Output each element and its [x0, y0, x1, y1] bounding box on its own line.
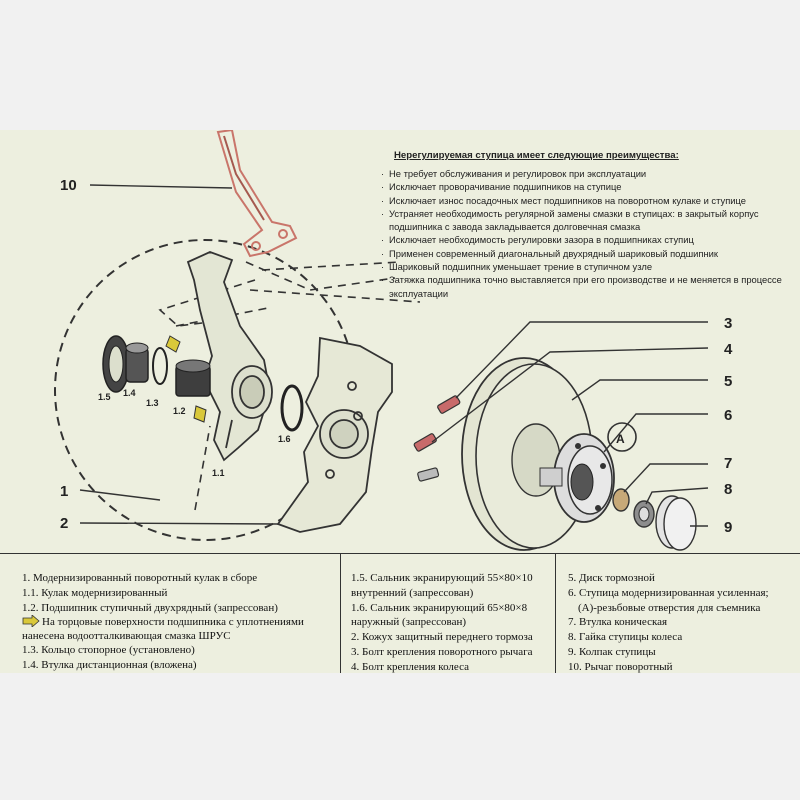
callout-a: A	[616, 432, 625, 446]
advantage-item: Применен современный диагональный двухря…	[380, 247, 795, 261]
callout-a-circle	[607, 422, 637, 452]
legend-item: 1.2. Подшипник ступичный двухрядный (зап…	[22, 601, 278, 614]
parts-legend: 1. Модернизированный поворотный кулак в …	[0, 553, 800, 673]
legend-item: 1.4. Втулка дистанционная (вложена)	[22, 659, 197, 672]
label-1-1: 1.1	[212, 468, 225, 478]
snap-ring	[152, 347, 168, 385]
advantages-title: Нерегулируемая ступица имеет следующие п…	[394, 150, 679, 161]
legend-note-text: На торцовые поверхности подшипника с упл…	[22, 616, 304, 642]
brake-shield	[276, 336, 393, 533]
spacer-sleeve	[125, 342, 149, 383]
callout-1: 1	[60, 483, 68, 500]
legend-item: 5. Диск тормозной	[568, 572, 655, 584]
advantage-item: Исключает износ посадочных мест подшипни…	[380, 194, 795, 208]
label-1-6: 1.6	[278, 434, 291, 444]
yellow-arrow-icon	[22, 615, 40, 628]
outer-seal	[280, 384, 304, 432]
steering-lever	[216, 130, 298, 258]
advantage-item: Затяжка подшипника точно выставляется пр…	[380, 273, 795, 300]
legend-item: наружный (запрессован)	[351, 616, 467, 629]
legend-item: 1. Модернизированный поворотный кулак в …	[22, 572, 258, 584]
legend-item: 6. Ступица модернизированная усиленная;	[568, 586, 769, 599]
cone-bushing	[612, 488, 630, 512]
hub-cap	[655, 495, 697, 551]
legend-item: 7. Втулка коническая	[568, 616, 668, 629]
advantage-item: Не требует обслуживания и регулировок пр…	[380, 167, 795, 181]
lever-bolt-lower	[413, 433, 437, 452]
lever-bolt-upper	[437, 395, 461, 414]
leader-lines	[79, 184, 709, 527]
steering-knuckle	[186, 251, 273, 462]
advantage-item: Исключает необходимость регулировки зазо…	[380, 233, 795, 247]
hub-nut	[633, 500, 655, 528]
hub-assembly-diagram: 10 1 2 3 4 5 6 7 8 9 A 1.5 1.4 1.3 1.2 1…	[54, 130, 733, 551]
legend-item: 8. Гайка ступицы колеса	[568, 631, 683, 644]
advantage-item: Исключает проворачивание подшипников на …	[380, 180, 795, 194]
advantage-item: Шариковый подшипник уменьшает трение в с…	[380, 260, 795, 274]
callout-10: 10	[60, 177, 77, 194]
legend-item: 1.1. Кулак модернизированный	[22, 586, 168, 599]
legend-item: 1.6. Сальник экранирующий 65×80×8	[351, 601, 528, 614]
label-1-4: 1.4	[123, 388, 136, 398]
legend-item: 2. Кожух защитный переднего тормоза	[351, 631, 533, 644]
legend-item: (А)-резьбовые отверстия для съемника	[578, 601, 761, 614]
callout-7: 7	[724, 455, 732, 472]
grease-arrows	[165, 335, 207, 423]
label-1-2: 1.2	[173, 406, 186, 416]
legend-column-1: 1. Модернизированный поворотный кулак в …	[22, 554, 334, 673]
callout-9: 9	[724, 519, 732, 536]
legend-column-2: 1.5. Сальник экранирующий 55×80×10 внутр…	[340, 554, 556, 673]
legend-item: 1.5. Сальник экранирующий 55×80×10	[351, 572, 533, 584]
legend-item: 9. Колпак ступицы	[568, 645, 656, 658]
legend-item: 1.3. Кольцо стопорное (установлено)	[22, 644, 195, 657]
label-1-5: 1.5	[98, 392, 111, 402]
legend-item: 4. Болт крепления колеса	[351, 660, 469, 673]
advantages-block: Нерегулируемая ступица имеет следующие п…	[380, 150, 795, 300]
legend-item: 3. Болт крепления поворотного рычага	[351, 645, 533, 658]
callout-5: 5	[724, 373, 732, 390]
callout-8: 8	[724, 481, 732, 498]
wheel-bolt	[417, 467, 440, 482]
legend-column-3: 5. Диск тормозной 6. Ступица модернизиро…	[562, 554, 800, 673]
callout-6: 6	[724, 407, 732, 424]
callout-2: 2	[60, 515, 68, 532]
callout-4: 4	[724, 341, 733, 358]
advantages-list: Не требует обслуживания и регулировок пр…	[380, 167, 795, 300]
hub-bearing	[175, 359, 211, 397]
legend-note: На торцовые поверхности подшипника с упл…	[22, 615, 334, 643]
advantage-item: Устраняет необходимость регулярной замен…	[380, 207, 795, 234]
wheel-hub	[539, 433, 615, 523]
legend-item: внутренний (запрессован)	[351, 586, 474, 599]
legend-item: 10. Рычаг поворотный	[568, 660, 673, 673]
inner-seal	[102, 335, 130, 393]
callout-3: 3	[724, 315, 732, 332]
label-1-3: 1.3	[146, 398, 159, 408]
